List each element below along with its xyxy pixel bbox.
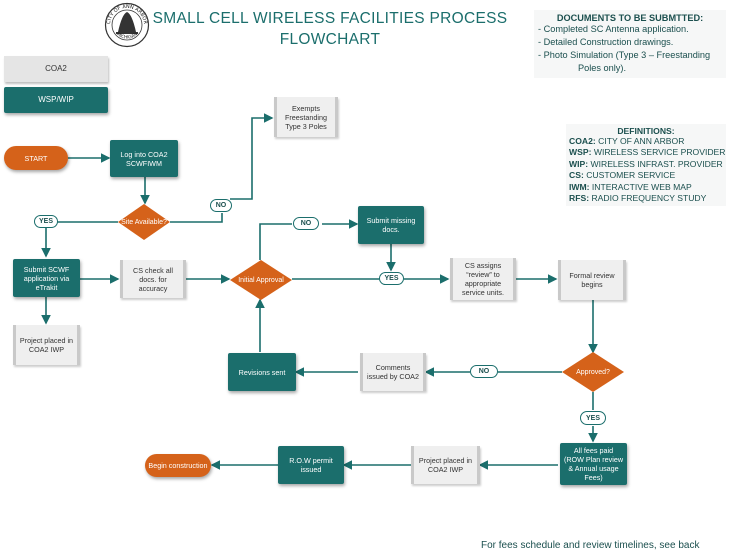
initial-approval-label: Initial Approval: [238, 276, 284, 284]
yes-label-initial: YES: [379, 272, 404, 285]
yes-label-approved: YES: [580, 411, 606, 425]
documents-item: - Photo Simulation (Type 3 – Freestandin…: [538, 50, 711, 60]
site-available-label: Site Available?: [121, 218, 167, 226]
definition-text: CITY OF ANN ARBOR: [598, 136, 685, 146]
legend-wsp: WSP/WIP: [4, 87, 108, 113]
submit-missing-node: Submit missing docs.: [358, 206, 424, 244]
row-permit-node: R.O.W permit issued: [278, 446, 344, 484]
begin-construction-node: Begin construction: [145, 454, 211, 477]
exempts-node: Exempts Freestanding Type 3 Poles: [274, 97, 338, 137]
definitions-heading: DEFINITIONS:: [617, 126, 675, 136]
definition-row: RFS: RADIO FREQUENCY STUDY: [569, 193, 723, 204]
approved-decision: Approved?: [562, 352, 624, 392]
comments-node: Comments issued by COA2: [360, 353, 426, 391]
title-line-1: SMALL CELL WIRELESS FACILITIES PROCESS: [152, 10, 508, 27]
documents-item: - Completed SC Antenna application.: [538, 24, 689, 34]
definition-row: COA2: CITY OF ANN ARBOR: [569, 136, 723, 147]
definition-text: RADIO FREQUENCY STUDY: [591, 193, 707, 204]
definition-abbr: WIP:: [569, 158, 589, 169]
definition-abbr: CS:: [569, 170, 584, 181]
definition-row: CS: CUSTOMER SERVICE: [569, 170, 723, 181]
approved-label: Approved?: [576, 368, 610, 376]
documents-item: - Detailed Construction drawings.: [538, 37, 674, 47]
definition-abbr: IWM:: [569, 181, 590, 192]
revisions-sent-node: Revisions sent: [228, 353, 296, 391]
definition-abbr: RFS:: [569, 193, 590, 204]
arrow-site-yes: [41, 221, 118, 258]
cs-check-node: CS check all docs. for accuracy: [120, 260, 186, 298]
no-label-approved: NO: [470, 365, 498, 378]
arrow-initial-no: [259, 223, 292, 260]
city-seal-icon: CITY OF ANN ARBOR MICHIGAN: [104, 2, 150, 48]
project-iwp-node-1: Project placed in COA2 IWP: [13, 325, 80, 365]
definition-row: WIP: WIRELESS INFRAST. PROVIDER: [569, 159, 723, 170]
title-line-2: FLOWCHART: [279, 31, 381, 48]
site-available-decision: Site Available?: [118, 204, 170, 240]
definition-abbr: WSP:: [569, 147, 592, 158]
no-label-initial: NO: [293, 217, 319, 230]
documents-heading: DOCUMENTS TO BE SUBMTTED:: [556, 13, 704, 23]
fees-paid-node: All fees paid (ROW Plan review & Annual …: [560, 443, 627, 485]
page-title: SMALL CELL WIRELESS FACILITIES PROCESS F…: [150, 8, 510, 50]
definitions-box: DEFINITIONS: COA2: CITY OF ANN ARBOR WSP…: [566, 124, 726, 207]
definition-abbr: COA2:: [569, 136, 596, 146]
cs-assigns-node: CS assigns “review” to appropriate servi…: [450, 258, 516, 300]
legend-coa2: COA2: [4, 56, 108, 82]
arrow-site-no: [170, 213, 223, 223]
start-node: START: [4, 146, 68, 170]
definition-text: WIRELESS INFRAST. PROVIDER: [590, 158, 723, 169]
seal-bottom-text: MICHIGAN: [115, 31, 138, 40]
definition-text: CUSTOMER SERVICE: [586, 170, 676, 181]
definition-text: WIRELESS SERVICE PROVIDER: [593, 147, 726, 158]
documents-item: Poles only).: [578, 63, 627, 73]
submit-scwf-node: Submit SCWF application via eTrakit: [13, 259, 80, 297]
project-iwp-node-2: Project placed in COA2 IWP: [411, 446, 480, 484]
initial-approval-decision: Initial Approval: [230, 260, 292, 300]
no-label-site: NO: [210, 199, 232, 212]
definition-row: IWM: INTERACTIVE WEB MAP: [569, 182, 723, 193]
definition-row: WSP: WIRELESS SERVICE PROVIDER: [569, 147, 726, 158]
definition-text: INTERACTIVE WEB MAP: [591, 181, 692, 192]
formal-review-node: Formal review begins: [558, 260, 626, 300]
documents-box: DOCUMENTS TO BE SUBMTTED: - Completed SC…: [534, 10, 726, 78]
svg-text:MICHIGAN: MICHIGAN: [115, 31, 138, 40]
login-node: Log into COA2 SCWFIWM: [110, 140, 178, 177]
arrow-no-exempts: [230, 113, 274, 200]
yes-label-site: YES: [34, 215, 58, 228]
footer-note: For fees schedule and review timelines, …: [481, 540, 700, 551]
